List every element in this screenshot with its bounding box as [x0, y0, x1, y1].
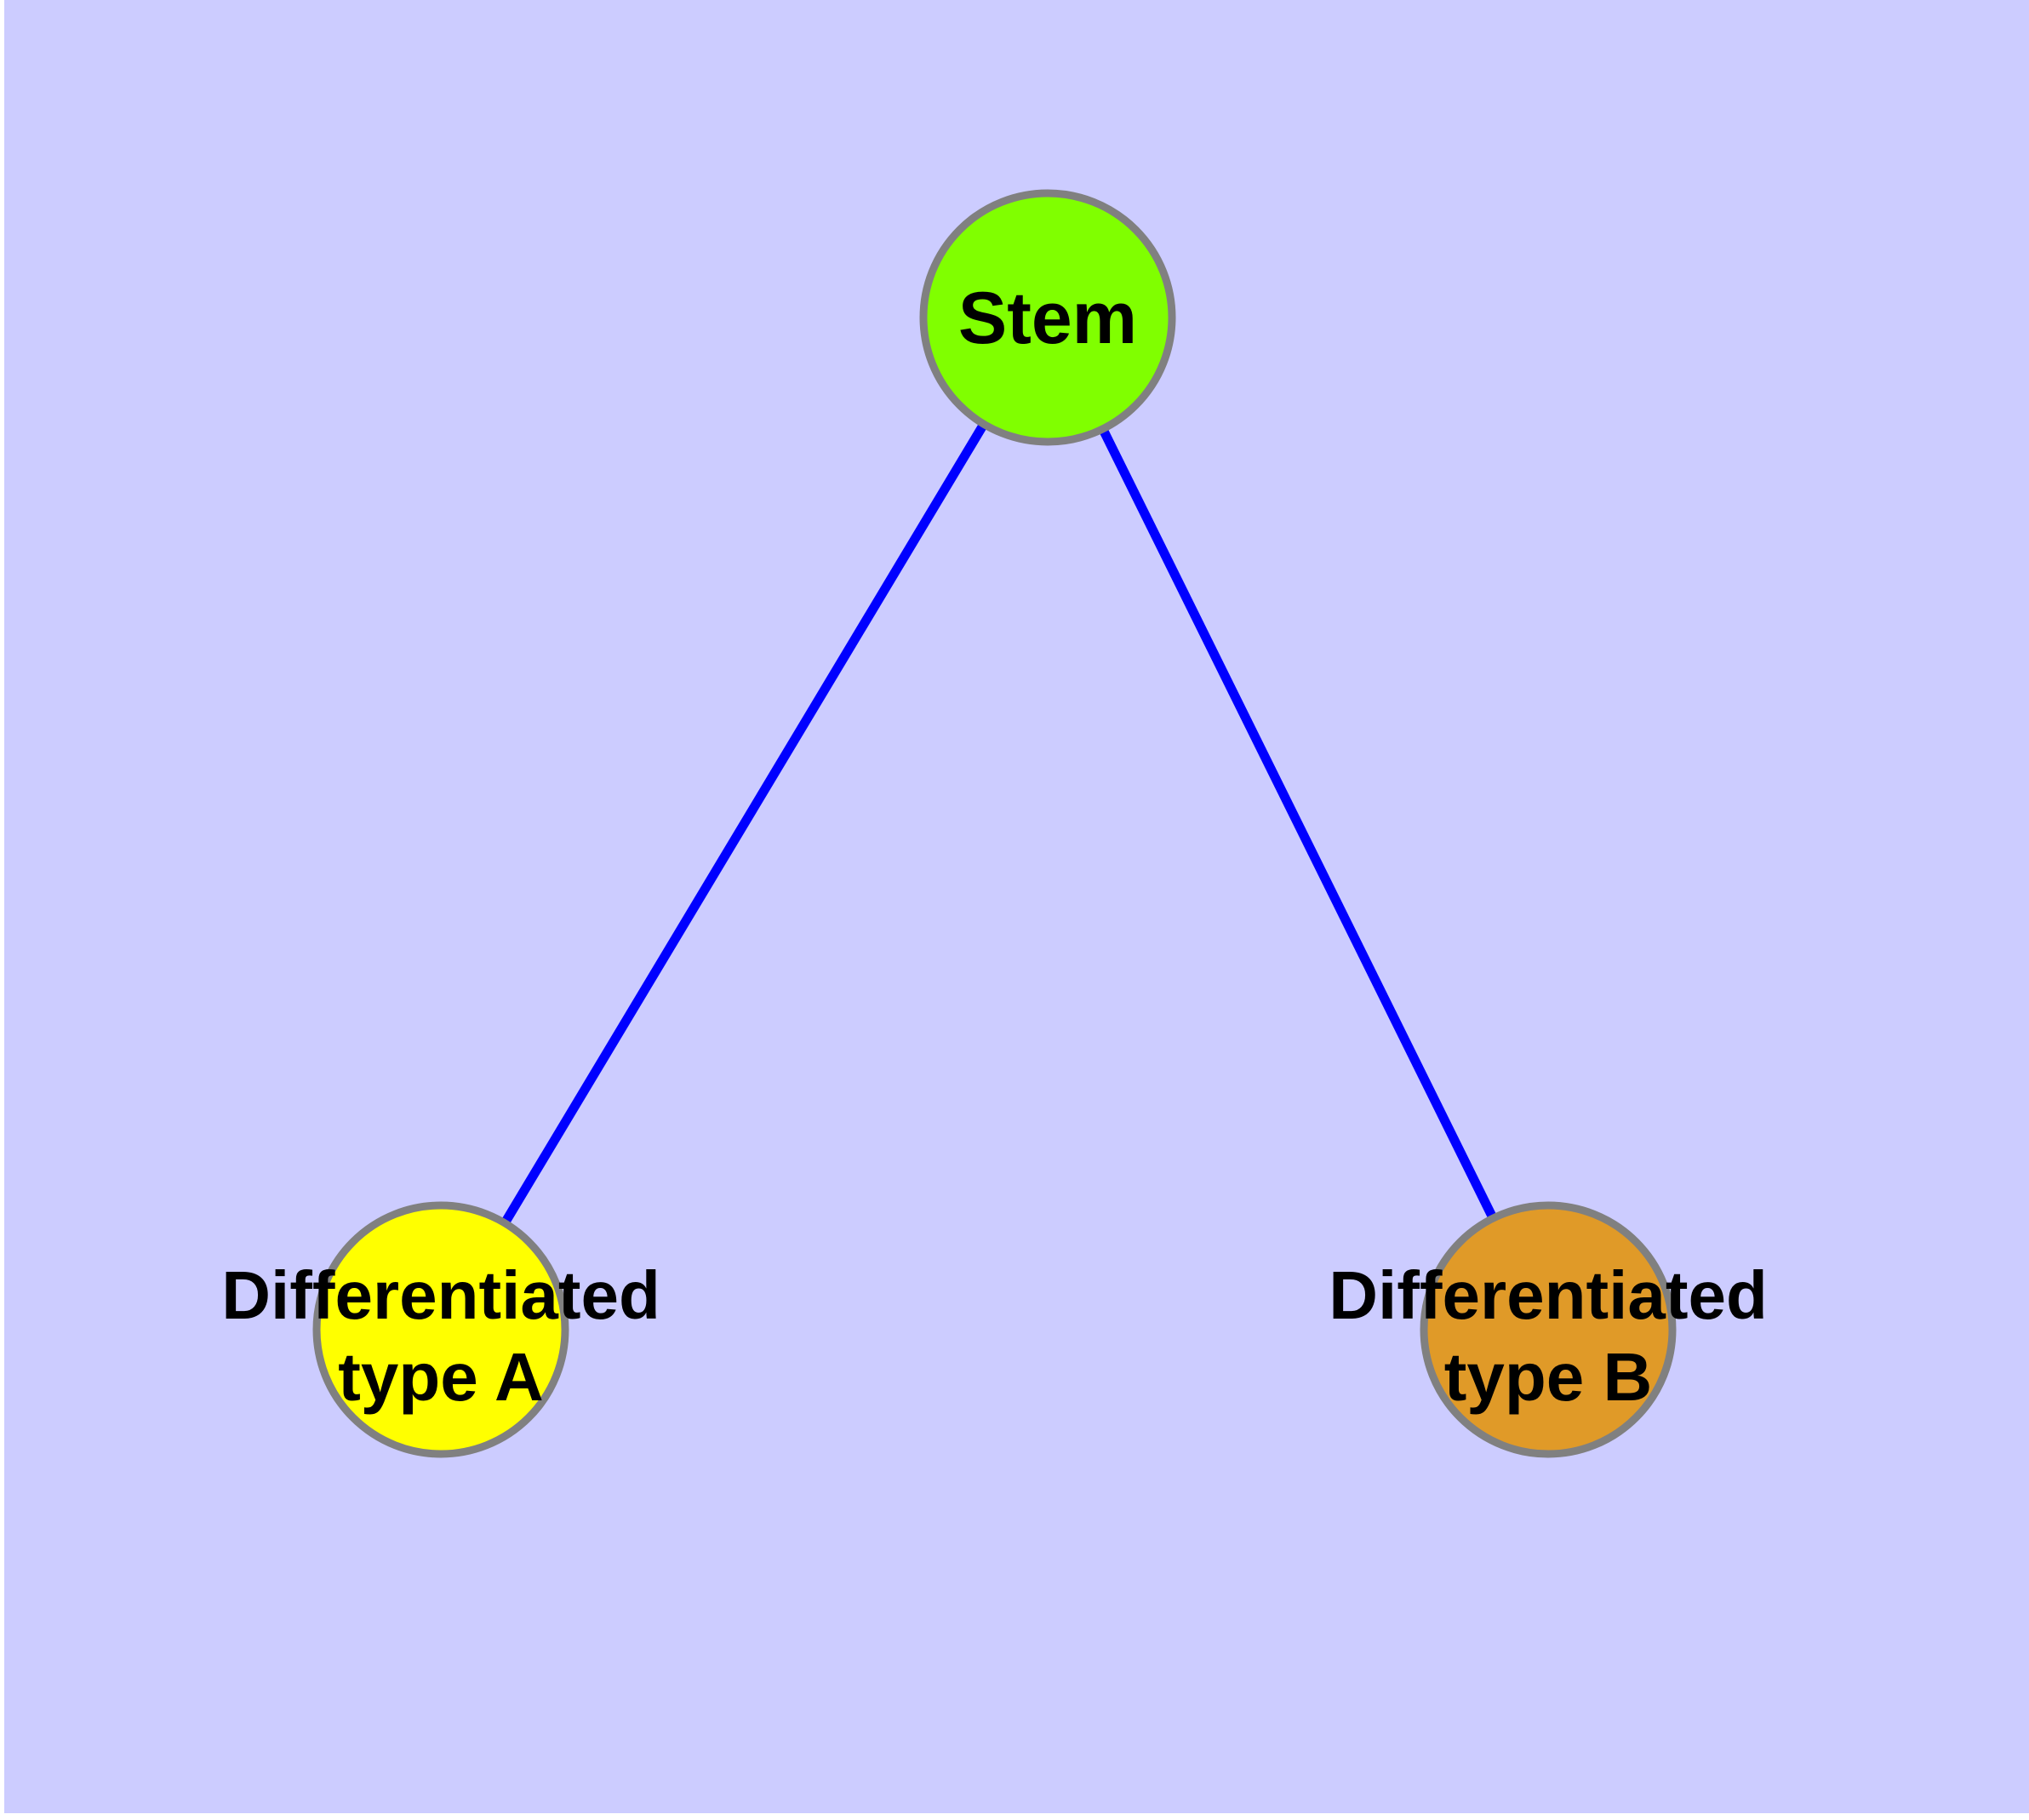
edge-stem-to-differentiated-type-b[interactable] [1098, 426, 1498, 1221]
node-stem[interactable]: Stem [919, 189, 1176, 446]
node-differentiated-type-b-label-line2: type B [1444, 1339, 1653, 1415]
edge-group [500, 421, 1498, 1226]
node-differentiated-type-a[interactable]: Differentiated type A [221, 1201, 660, 1458]
node-differentiated-type-a-label-line1: Differentiated [221, 1257, 660, 1333]
node-differentiated-type-a-circle[interactable] [312, 1201, 569, 1458]
node-group: Stem Differentiated type A Differentiate… [221, 189, 1768, 1458]
node-differentiated-type-b-circle[interactable] [1420, 1201, 1677, 1458]
node-stem-label: Stem [958, 278, 1137, 359]
node-differentiated-type-b-label-line1: Differentiated [1329, 1257, 1768, 1333]
node-differentiated-type-b[interactable]: Differentiated type B [1329, 1201, 1768, 1458]
node-differentiated-type-a-label-line2: type A [338, 1339, 544, 1415]
node-stem-circle[interactable] [919, 189, 1176, 446]
edge-stem-to-differentiated-type-a[interactable] [500, 421, 988, 1226]
